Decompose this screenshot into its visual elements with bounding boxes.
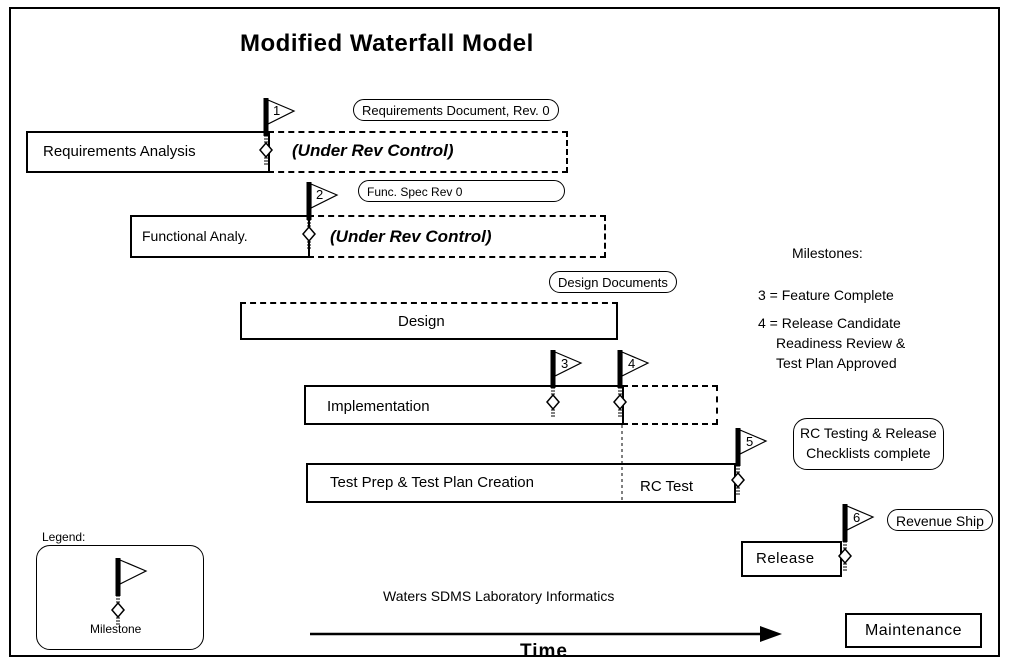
milestone-flag-1-number: 1 [273, 103, 280, 118]
phase-implementation-label: Implementation [327, 398, 430, 415]
phase-requirements-box [26, 131, 270, 173]
phase-functional-label: Functional Analy. [142, 228, 248, 244]
milestone-flag-1: 1 [260, 98, 294, 164]
requirements-rev-control-box [268, 131, 568, 173]
time-arrow-head [760, 626, 782, 642]
milestone-flag-3: 3 [547, 350, 581, 416]
milestone-flag-2-number: 2 [316, 187, 323, 202]
phase-functional-box [130, 215, 310, 258]
deliverable-rc-testing: RC Testing & Release Checklists complete [793, 418, 944, 470]
deliverable-rc-testing-line1: RC Testing & Release [800, 425, 937, 441]
milestone-flag-5-number: 5 [746, 434, 753, 449]
diagram-frame [9, 7, 1000, 657]
milestone-key-3: 3 = Feature Complete [758, 287, 894, 303]
deliverable-design-docs: Design Documents [549, 271, 677, 293]
milestones-heading: Milestones: [792, 245, 863, 261]
milestone-key-4-line3: Test Plan Approved [776, 355, 897, 371]
legend-flag-icon [112, 558, 146, 624]
phase-release-label: Release [756, 550, 815, 567]
phase-requirements-label: Requirements Analysis [43, 143, 196, 160]
requirements-rev-control-label: (Under Rev Control) [292, 141, 454, 160]
phase-testprep-label: Test Prep & Test Plan Creation [330, 474, 534, 491]
phase-testprep-box [306, 463, 736, 503]
deliverable-revenue-ship: Revenue Ship [887, 509, 993, 531]
milestone-key-4-line1: 4 = Release Candidate [758, 315, 901, 331]
milestone-flag-6-number: 6 [853, 510, 860, 525]
functional-rev-control-box [308, 215, 606, 258]
milestone-flag-6: 6 [839, 504, 873, 570]
legend-box [36, 545, 204, 650]
phase-rctest-label: RC Test [640, 478, 694, 495]
milestone-flag-3-number: 3 [561, 356, 568, 371]
deliverable-func-spec: Func. Spec Rev 0 [358, 180, 565, 202]
phase-design-box [240, 302, 618, 340]
deliverable-rc-testing-line2: Checklists complete [806, 445, 931, 461]
milestone-flag-2: 2 [303, 182, 337, 248]
phase-maintenance-box: Maintenance [845, 613, 982, 648]
functional-rev-control-label: (Under Rev Control) [330, 227, 492, 246]
milestone-key-4-line2: Readiness Review & [776, 335, 906, 351]
milestone-flag-4-number: 4 [628, 356, 635, 371]
implementation-extension-box [622, 385, 718, 425]
milestone-flag-4: 4 [614, 350, 648, 416]
phase-release-box [741, 541, 842, 577]
time-label: Time [520, 641, 569, 662]
legend-milestone-label: Milestone [90, 622, 142, 636]
deliverable-requirements-doc: Requirements Document, Rev. 0 [353, 99, 559, 121]
footer-text: Waters SDMS Laboratory Informatics [383, 588, 615, 604]
milestone-flag-5: 5 [732, 428, 766, 494]
legend-title: Legend: [42, 530, 86, 544]
diagram-title: Modified Waterfall Model [240, 30, 534, 57]
phase-design-label: Design [398, 313, 445, 330]
phase-implementation-box [304, 385, 624, 425]
